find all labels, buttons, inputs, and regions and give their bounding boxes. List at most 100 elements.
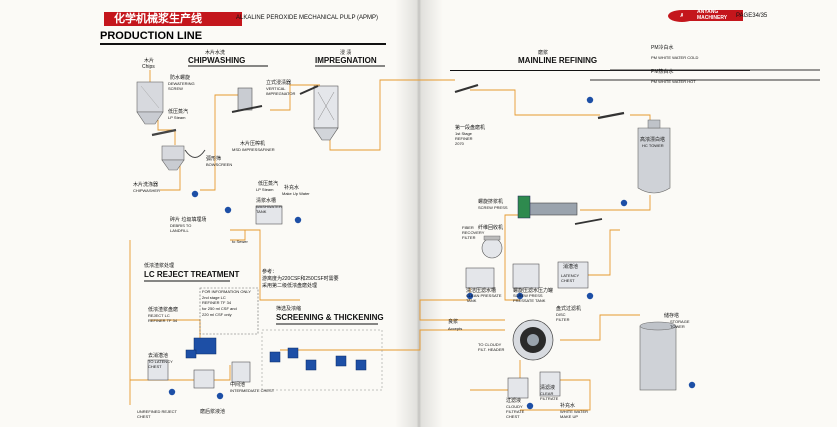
- dewatering-screw-icon: [151, 128, 177, 137]
- msd-impressafiner-icon: [231, 87, 263, 113]
- storage-tower-icon: [639, 321, 677, 391]
- latency-cn: 消潜池: [563, 264, 579, 270]
- info-line-3: REFINER TF 34: [202, 300, 232, 305]
- title-cn-banner: 化学机械浆生产线: [104, 12, 242, 26]
- lp2-cn: 低压蒸汽: [258, 181, 279, 187]
- hc-label: HC TOWER: [642, 143, 664, 148]
- refiner-label: 1st Stage: [455, 131, 472, 136]
- wwt-cn: 清浆水槽: [256, 198, 277, 204]
- clr-cn: 清滤液: [540, 385, 556, 391]
- disc-to-storage-line: [560, 314, 640, 341]
- msd-label: MSD IMPRESSAFINER: [232, 147, 275, 152]
- msd-cn: 木片压榨机: [240, 141, 266, 147]
- bowscreen-icon: [184, 149, 206, 158]
- fiber-label: FIBER: [462, 225, 474, 230]
- pump-to-msd-line: [200, 94, 250, 191]
- lcref-cn: 低浓渣浆盘磨: [148, 307, 179, 313]
- spt-label: SCREW PRESS: [513, 293, 543, 298]
- left-page: [0, 0, 419, 427]
- sewer-line: [230, 230, 246, 241]
- refiner-label-3: 2070: [455, 141, 464, 146]
- msd-to-impregnator-line: [270, 84, 320, 111]
- pressate-line: [419, 270, 505, 321]
- ref-cn-1: 参考：: [262, 269, 278, 275]
- vimp-cn: 立式浸渍器: [266, 80, 292, 86]
- chipwasher-icon: [161, 145, 185, 171]
- cft-label-3: CHEST: [506, 414, 520, 419]
- pump-icon: [216, 392, 224, 400]
- lp-steam-cn: 低压蒸汽: [168, 109, 189, 115]
- vimp-label: VERTICAL: [266, 86, 286, 91]
- refiner-to-hc-line: [630, 114, 651, 125]
- clean-pressate-tank-icon: [465, 267, 495, 289]
- fiber-recovery-filter-icon: [481, 235, 503, 259]
- chips-cn: 木片: [144, 58, 155, 64]
- fiber-label-3: FILTER: [462, 235, 476, 240]
- right-page: [419, 0, 837, 427]
- pump-icon: [294, 216, 302, 224]
- storage-cn: 储存塔: [664, 313, 680, 319]
- bowscreen-cn: 弧形筛: [206, 156, 222, 162]
- chip-bin-icon: [136, 81, 164, 125]
- screw-press-icon: [517, 195, 603, 225]
- cleaner-2-icon: [355, 359, 367, 371]
- chipwashing-heading: CHIPWASHING: [188, 56, 246, 65]
- refiner-2-feed-icon: [597, 111, 625, 120]
- lp2-label-2: Make Up Water: [282, 191, 310, 196]
- impregnator-to-refiner-line: [329, 79, 455, 151]
- latency-label: LATENCY: [561, 273, 580, 278]
- lc-refiner-icon: [193, 337, 217, 355]
- info-line-5: 220 ml CSF only: [202, 312, 232, 317]
- pressure-screen-2-icon: [287, 347, 299, 359]
- pump-icon: [688, 381, 696, 389]
- clear-filtrate-line: [520, 379, 591, 411]
- cloudy-label: TO CLOUDY: [478, 342, 502, 347]
- pumps: [168, 96, 696, 410]
- spt-label-2: PRESSATE TANK: [513, 298, 546, 303]
- screening-line: [280, 329, 505, 351]
- pump-icon: [526, 402, 534, 410]
- intermediate-chest-icon: [231, 361, 251, 383]
- tolat-cn: 去消潜池: [148, 353, 169, 359]
- refiner-to-refiner-line: [470, 89, 600, 116]
- title-en: ALKALINE PEROXIDE MECHANICAL PULP (APMP): [236, 15, 379, 21]
- pm-hot-label: PM WHITE WATER HOT: [651, 79, 696, 84]
- cft-label-2: FILTRATE: [506, 409, 525, 414]
- lp2-label: LP Steam: [256, 187, 274, 192]
- fiber-cn: 纤维回收机: [478, 225, 504, 231]
- fiber-label-2: RECOVERY: [462, 230, 485, 235]
- pm-cold-label: PM WHITE WATER COLD: [651, 55, 699, 60]
- book-gutter: [395, 0, 443, 427]
- screwpress-to-latency-line: [504, 214, 525, 301]
- lc-reject-heading: LC REJECT TREATMENT: [144, 270, 240, 279]
- pump-icon: [191, 190, 199, 198]
- screening-heading: SCREENING & THICKENING: [276, 313, 384, 322]
- pump-icon: [586, 292, 594, 300]
- chipwashing-cn: 木片水洗: [205, 50, 226, 56]
- chipwasher-cn: 木片洗涤器: [133, 182, 159, 188]
- unref-label-2: CHEST: [137, 414, 151, 419]
- brand-bottom: MACHINERY: [697, 14, 728, 21]
- clear-filtrate-chest-icon: [539, 371, 561, 397]
- accepts-cn: 良浆: [448, 319, 459, 325]
- wwt-label: WASHWATER: [256, 204, 282, 209]
- pump-icon: [516, 292, 524, 300]
- midslurry-cn: 中间池: [230, 382, 246, 388]
- wwm-label: WHITE WATER: [560, 409, 588, 414]
- wwm-label-2: MAKE UP: [560, 414, 579, 419]
- dewater-to-washer-line: [157, 120, 176, 145]
- disc-cn: 盘式过滤机: [556, 306, 582, 312]
- bowscreen-label: BOWSCREEN: [206, 162, 233, 167]
- pressure-screen-1-icon: [269, 351, 281, 363]
- pump-icon: [620, 199, 628, 207]
- tolat-label: TO LATENCY: [148, 359, 173, 364]
- cpt-label: CLEAN PRESSATE: [466, 293, 502, 298]
- disc-filter-icon: [512, 319, 554, 361]
- chips-label: Chips: [142, 64, 155, 70]
- pump-icon: [168, 388, 176, 396]
- latency-loop-line: [585, 229, 620, 276]
- disc-label: DISC: [556, 312, 566, 317]
- unrefined-reject-chest-icon: [147, 359, 169, 381]
- production-line-heading: PRODUCTION LINE: [100, 30, 203, 42]
